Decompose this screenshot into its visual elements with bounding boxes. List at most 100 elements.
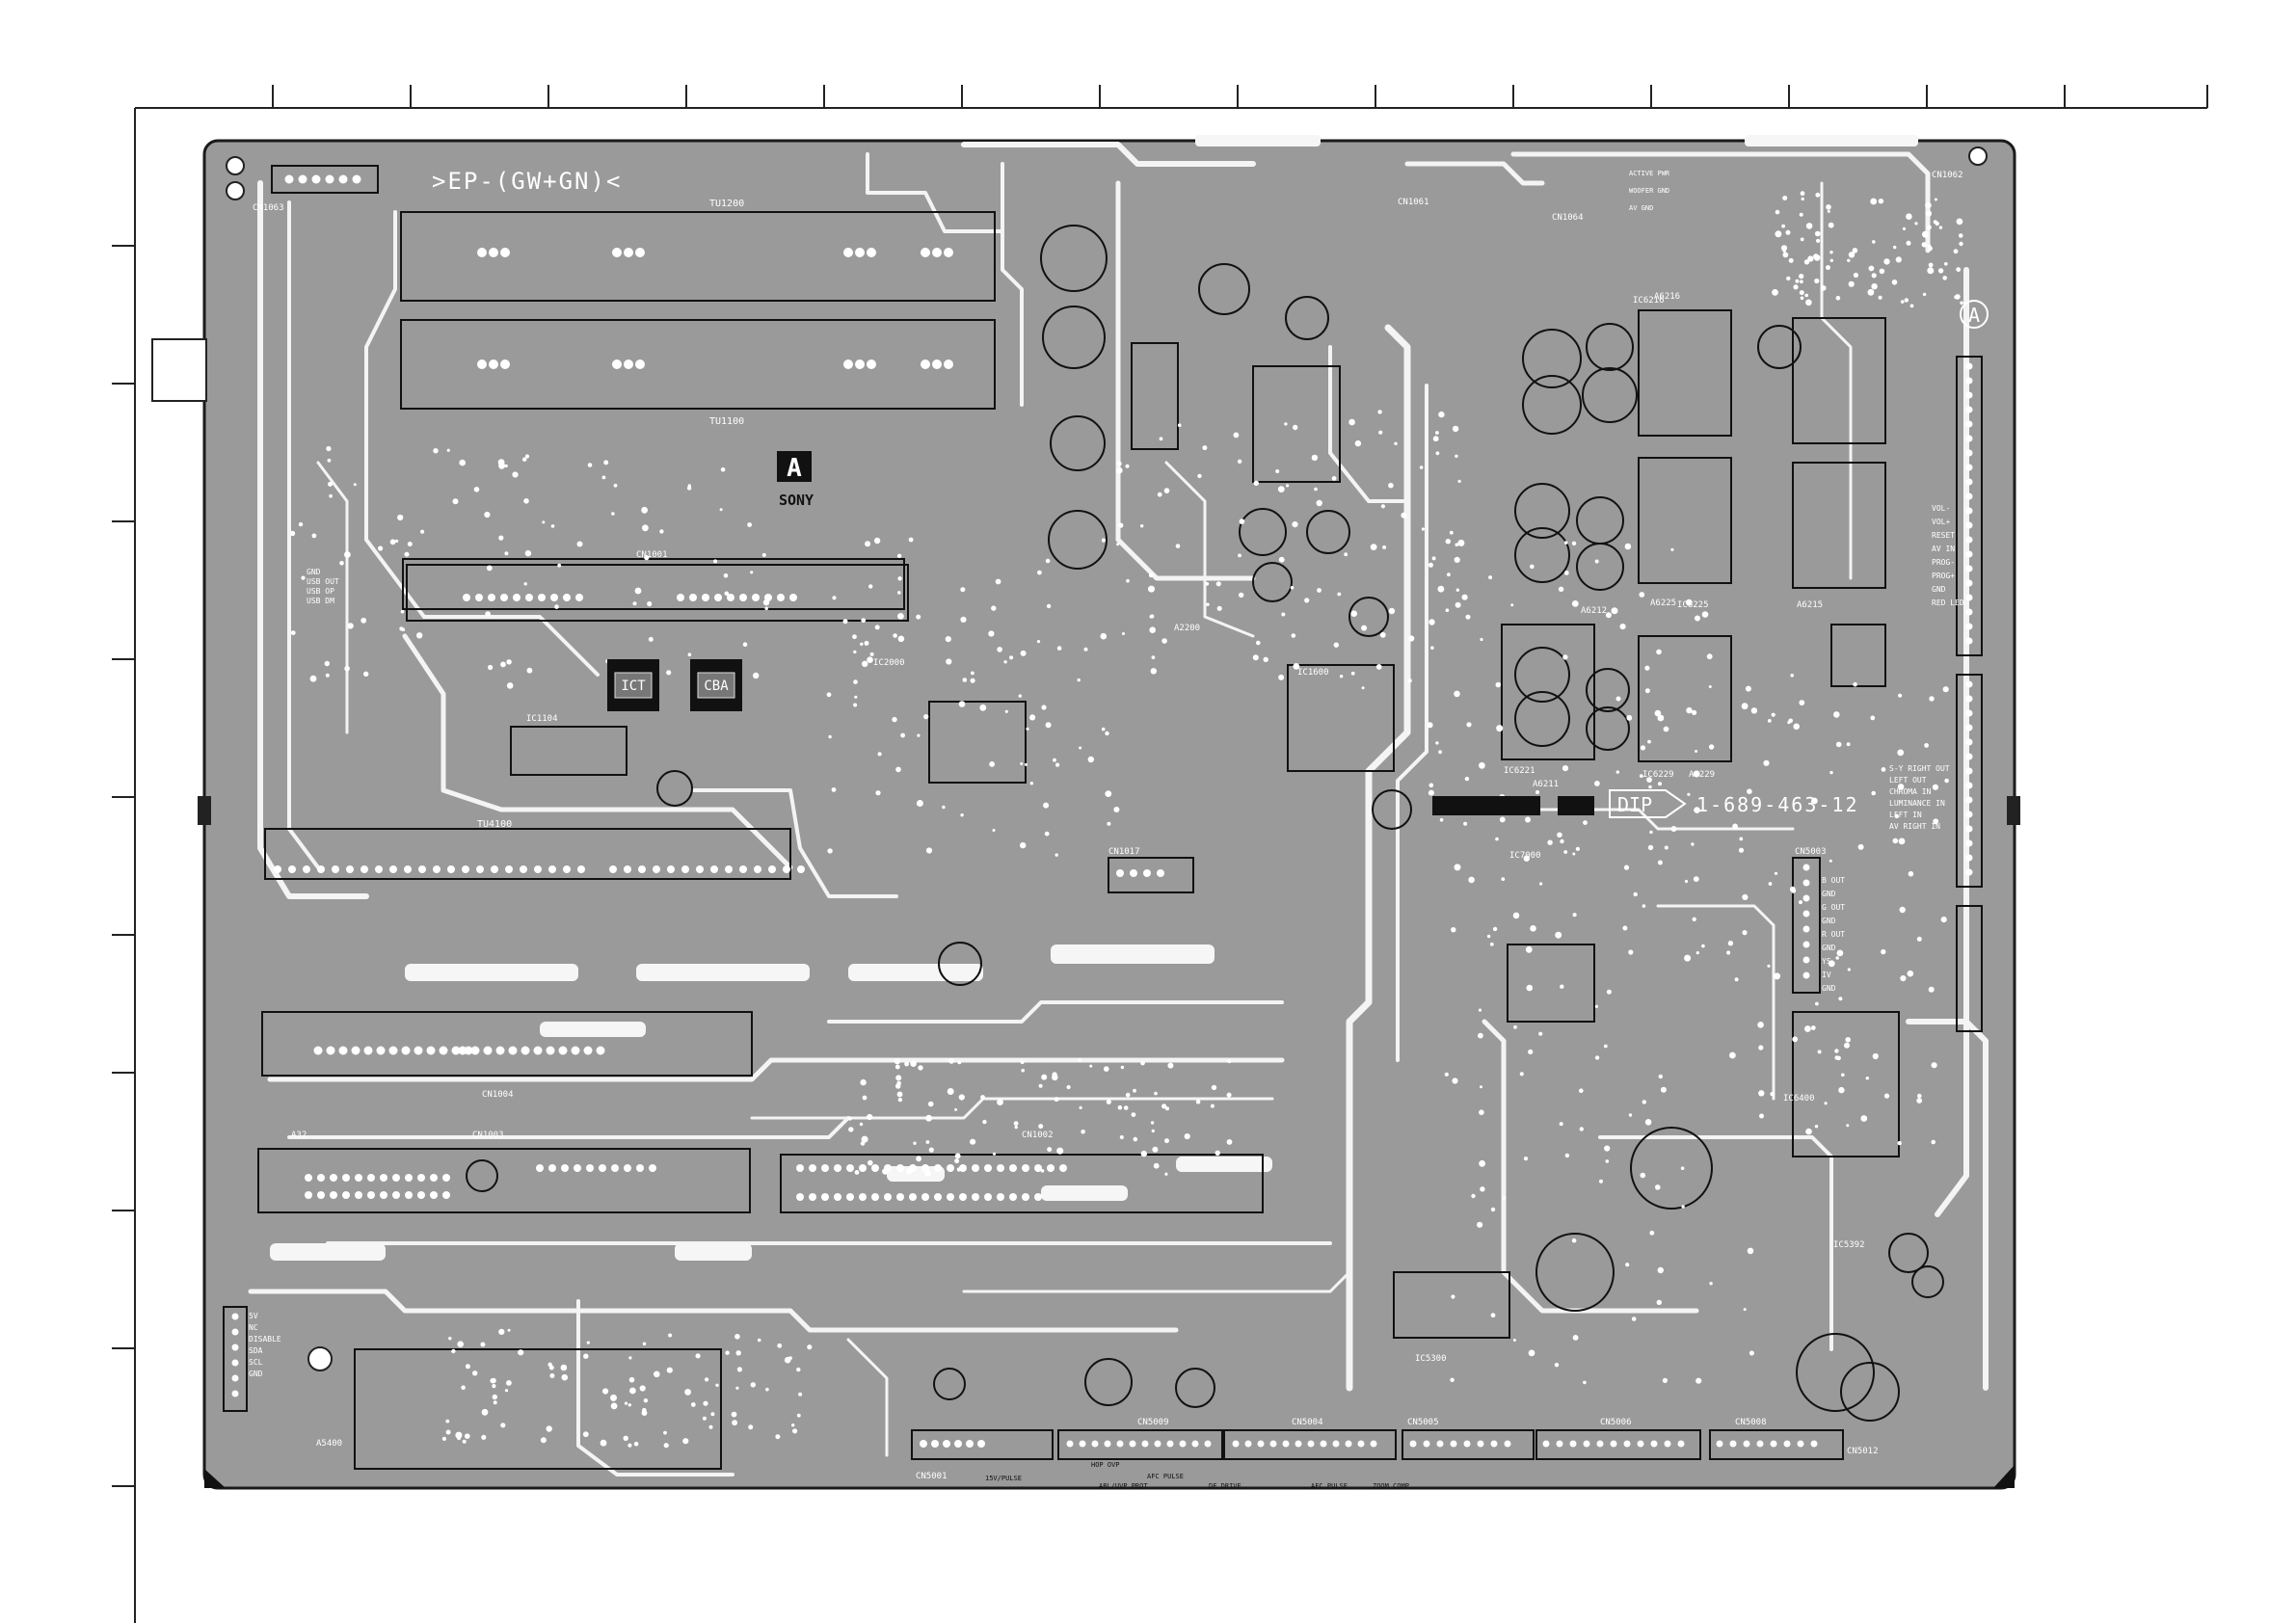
via: [1333, 642, 1340, 648]
via: [1871, 273, 1877, 279]
pin-label: CHROMA IN: [1889, 787, 1932, 796]
connector-pad: [1610, 1440, 1617, 1448]
via: [867, 1113, 873, 1121]
tuner-pad: [921, 359, 930, 369]
tuner-pad: [609, 865, 617, 873]
via: [1640, 1172, 1646, 1179]
corner-letter-mark: A: [1960, 300, 1989, 329]
via: [1743, 1308, 1747, 1312]
via: [1594, 1004, 1598, 1008]
via: [1606, 989, 1612, 995]
via: [908, 537, 914, 543]
via: [1583, 1380, 1587, 1385]
via: [853, 679, 858, 684]
connector-pad: [1116, 869, 1124, 877]
via: [1639, 774, 1643, 778]
via: [708, 1424, 713, 1429]
via: [1555, 931, 1562, 939]
via: [731, 1411, 737, 1418]
via: [1486, 934, 1491, 939]
via: [1774, 871, 1778, 875]
via: [1479, 1159, 1485, 1167]
via: [1841, 1073, 1845, 1078]
connector-pad: [231, 1374, 239, 1382]
connector-pad: [1450, 1440, 1457, 1448]
connector-pad: [1965, 391, 1973, 399]
vias: [289, 191, 1963, 1449]
via: [682, 1438, 689, 1445]
pin-label: SCL: [249, 1358, 263, 1367]
via: [1499, 816, 1506, 823]
via: [942, 805, 946, 810]
connector-pad: [1965, 420, 1973, 428]
via: [1525, 945, 1533, 953]
via: [1004, 709, 1008, 713]
tuner-pad: [635, 248, 645, 257]
via: [329, 493, 333, 498]
via: [1727, 941, 1734, 946]
via: [1492, 926, 1498, 932]
via: [971, 671, 974, 676]
connector-pad: [583, 1046, 593, 1055]
via: [441, 1436, 446, 1441]
connector-pad: [1770, 1440, 1777, 1448]
connector-pad: [483, 1046, 493, 1055]
connector-pad: [1802, 925, 1810, 933]
via: [1490, 1313, 1496, 1318]
via: [917, 733, 921, 737]
via: [1793, 284, 1799, 290]
via: [512, 471, 519, 478]
via: [1009, 655, 1014, 660]
via: [923, 714, 929, 720]
via: [1211, 1084, 1217, 1091]
via: [1775, 209, 1780, 215]
via: [925, 1114, 932, 1122]
via: [492, 1394, 497, 1400]
connector-pad: [1965, 406, 1973, 413]
via: [1052, 1074, 1058, 1081]
connector-pad: [1141, 1440, 1149, 1448]
via: [1523, 1157, 1529, 1161]
via: [1906, 240, 1911, 246]
via: [1742, 893, 1749, 901]
pin-label: RESET: [1932, 531, 1955, 540]
connector-pad: [1022, 1164, 1029, 1172]
connector-pad: [1965, 767, 1973, 775]
svg-text:CN5012: CN5012: [1847, 1447, 1879, 1456]
via: [775, 1434, 781, 1440]
connector-pad: [405, 1191, 413, 1199]
via: [633, 1441, 639, 1447]
via: [1829, 859, 1832, 863]
via: [1449, 530, 1454, 535]
via: [954, 1107, 958, 1111]
via: [1123, 1105, 1129, 1110]
via: [1604, 1145, 1611, 1152]
via: [896, 1080, 901, 1086]
via: [1786, 276, 1791, 281]
pin-label: USB OUT: [307, 577, 339, 586]
via: [1089, 1064, 1093, 1068]
connector-pad: [1965, 362, 1973, 370]
connector-pad: [1965, 579, 1973, 587]
ic-labels: IC1104 IC1600 IC2000 IC6216 IC6225 IC622…: [526, 296, 1865, 1364]
via: [493, 1400, 497, 1405]
via: [1908, 870, 1914, 877]
via: [547, 1362, 552, 1368]
connector-pad: [561, 1164, 569, 1172]
via: [854, 1170, 860, 1175]
mounting-hole: [307, 1346, 333, 1371]
connector-pad: [1965, 753, 1973, 760]
via: [1029, 714, 1036, 721]
via: [1153, 1162, 1160, 1169]
via: [1927, 246, 1933, 252]
via: [1927, 267, 1935, 275]
via: [960, 813, 964, 817]
via: [1512, 912, 1520, 919]
via: [1278, 674, 1285, 680]
pin-label: AV GND: [1629, 204, 1653, 212]
via: [1942, 276, 1947, 280]
via: [1421, 527, 1425, 531]
mounting-hole: [226, 156, 245, 175]
via: [1938, 226, 1943, 229]
via: [827, 848, 833, 854]
